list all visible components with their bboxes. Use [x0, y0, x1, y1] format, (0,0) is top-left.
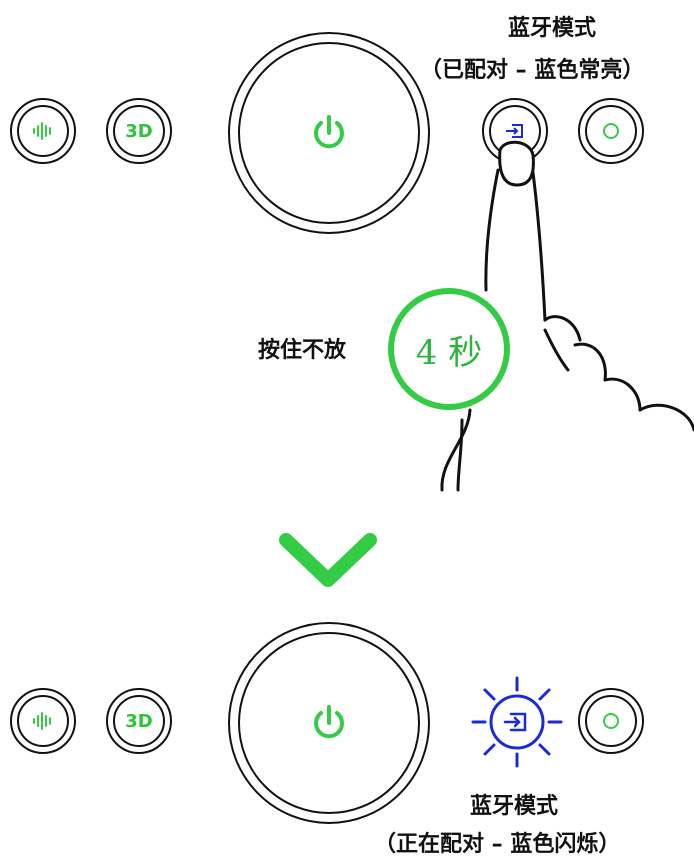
sound-wave-icon [33, 712, 51, 730]
3d-icon: 3D [125, 710, 153, 732]
chevron-down-icon [279, 533, 377, 587]
sound-wave-icon [33, 122, 51, 140]
hold-instruction: 按住不放 [258, 338, 347, 363]
power-button[interactable] [228, 622, 430, 824]
bluetooth-blink-icon[interactable] [469, 674, 565, 770]
mode-button[interactable] [578, 98, 644, 164]
top-caption-title: 蓝牙模式 [508, 16, 597, 41]
3d-button[interactable]: 3D [106, 688, 172, 754]
power-icon [314, 705, 344, 739]
bottom-caption-title: 蓝牙模式 [470, 794, 559, 819]
3d-icon: 3D [125, 120, 153, 142]
sound-button[interactable] [10, 688, 76, 754]
circle-mode-icon [603, 713, 619, 729]
timer-badge: 4 秒 [388, 288, 510, 410]
bottom-caption-subtitle: （正在配对 – 蓝色闪烁） [374, 832, 621, 857]
power-icon [314, 115, 344, 149]
circle-mode-icon [603, 123, 619, 139]
top-caption-subtitle: （已配对 – 蓝色常亮） [420, 58, 645, 83]
device-panel-after: 3D [0, 610, 694, 840]
power-button[interactable] [228, 32, 430, 234]
mode-button[interactable] [578, 688, 644, 754]
device-panel-before: 3D [0, 20, 694, 250]
3d-button[interactable]: 3D [106, 98, 172, 164]
timer-text: 4 秒 [415, 332, 483, 373]
sound-button[interactable] [10, 98, 76, 164]
bluetooth-input-icon [506, 124, 523, 138]
